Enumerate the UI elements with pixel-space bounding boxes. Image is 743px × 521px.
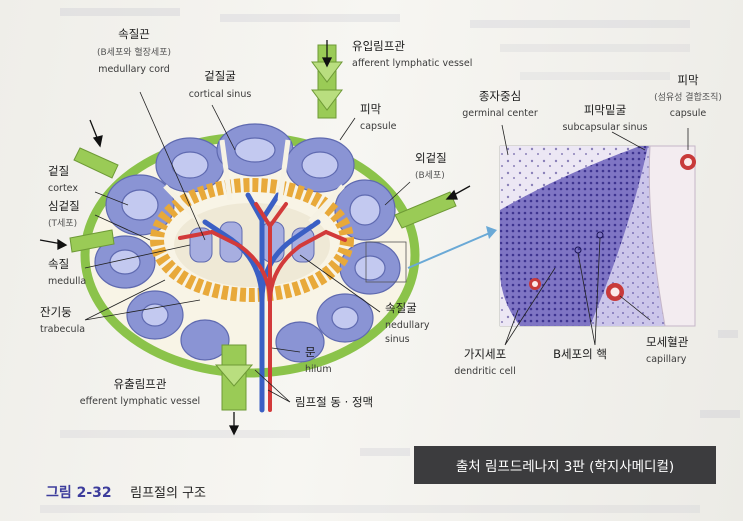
- label-dendritic-cell: 가지세포 dendritic cell: [454, 347, 515, 377]
- label-efferent-en: efferent lymphatic vessel: [80, 396, 200, 407]
- label-trabecula: 잔기둥 trabecula: [40, 305, 85, 335]
- label-capsule2-sub: (섬유성 결합조직): [654, 92, 722, 103]
- label-outer-cortex: 외겉질 (B세포): [415, 151, 447, 181]
- figure-title: 림프절의 구조: [130, 486, 206, 501]
- label-germinal-center: 종자중심 germinal center: [462, 89, 538, 119]
- figure-number: 그림 2-32: [46, 485, 112, 501]
- label-cortex-en: cortex: [48, 183, 78, 194]
- label-capillary: 모세혈관 capillary: [646, 335, 689, 365]
- label-cortical-sinus-en: cortical sinus: [189, 89, 252, 100]
- label-dendritic-ko: 가지세포: [464, 347, 506, 361]
- label-cortex-ko: 겉질: [48, 164, 69, 178]
- label-germinal-center-en: germinal center: [462, 108, 538, 119]
- label-medullary-sinus-ko: 속질굴: [385, 301, 417, 315]
- label-dendritic-en: dendritic cell: [454, 366, 515, 377]
- label-paracortex-ko: 심겉질: [48, 199, 80, 213]
- label-subcapsular-sinus: 피막밑굴 subcapsular sinus: [562, 103, 647, 133]
- label-medullary-sinus: 속질굴 nedullary sinus: [385, 301, 430, 345]
- label-efferent-ko: 유출림프관: [114, 377, 167, 391]
- label-paracortex: 심겉질 (T세포): [48, 199, 80, 229]
- label-medulla-ko: 속질: [48, 257, 69, 271]
- label-outer-cortex-sub: (B세포): [415, 170, 445, 181]
- label-cortical-sinus: 겉질굴 cortical sinus: [189, 69, 252, 100]
- label-capsule2-en: capsule: [670, 108, 707, 119]
- label-capsule: 피막 capsule: [360, 102, 397, 132]
- label-trabecula-ko: 잔기둥: [40, 305, 72, 319]
- label-hilum-en: hilum: [305, 364, 332, 375]
- inset-diagram: [500, 146, 696, 326]
- label-efferent: 유출림프관 efferent lymphatic vessel: [80, 377, 200, 407]
- label-medulla-en: medulla: [48, 276, 86, 287]
- label-capsule-ko: 피막: [360, 102, 382, 116]
- figure-caption: 그림 2-32 림프절의 구조: [46, 482, 206, 502]
- label-capsule-en: capsule: [360, 121, 397, 132]
- label-trabecula-en: trabecula: [40, 324, 85, 335]
- label-medulla: 속질 medulla: [48, 257, 86, 287]
- label-afferent: 유입림프관 afferent lymphatic vessel: [352, 39, 472, 69]
- label-afferent-en: afferent lymphatic vessel: [352, 58, 472, 69]
- zoom-arrow: [408, 232, 492, 268]
- label-capsule2-ko: 피막: [677, 73, 699, 87]
- label-subcapsular-ko: 피막밑굴: [584, 103, 626, 117]
- label-paracortex-sub: (T세포): [48, 218, 77, 229]
- label-bcell-nucleus: B세포의 핵: [553, 347, 607, 361]
- label-germinal-center-ko: 종자중심: [479, 89, 521, 103]
- label-medullary-sinus-en1: nedullary: [385, 320, 430, 331]
- label-capillary-ko: 모세혈관: [646, 335, 689, 349]
- label-outer-cortex-ko: 외겉질: [415, 151, 447, 165]
- label-medullary-cord-en: medullary cord: [98, 64, 170, 75]
- source-banner: 출처 림프드레나지 3판 (학지사메디컬): [414, 446, 716, 484]
- label-capillary-en: capillary: [646, 354, 687, 365]
- label-afferent-ko: 유입림프관: [352, 39, 405, 53]
- label-medullary-cord: 속질끈 (B세포와 혈장세포) medullary cord: [97, 27, 171, 75]
- label-cortex: 겉질 cortex: [48, 164, 78, 194]
- label-medullary-cord-ko: 속질끈: [118, 27, 150, 41]
- label-medullary-cord-sub: (B세포와 혈장세포): [97, 46, 171, 58]
- label-subcapsular-en: subcapsular sinus: [562, 122, 647, 133]
- label-medullary-sinus-en2: sinus: [385, 334, 410, 345]
- label-hilum-ko: 문: [305, 345, 316, 359]
- label-artery-vein: 림프절 동 · 정맥: [295, 395, 373, 409]
- label-cortical-sinus-ko: 겉질굴: [204, 69, 236, 83]
